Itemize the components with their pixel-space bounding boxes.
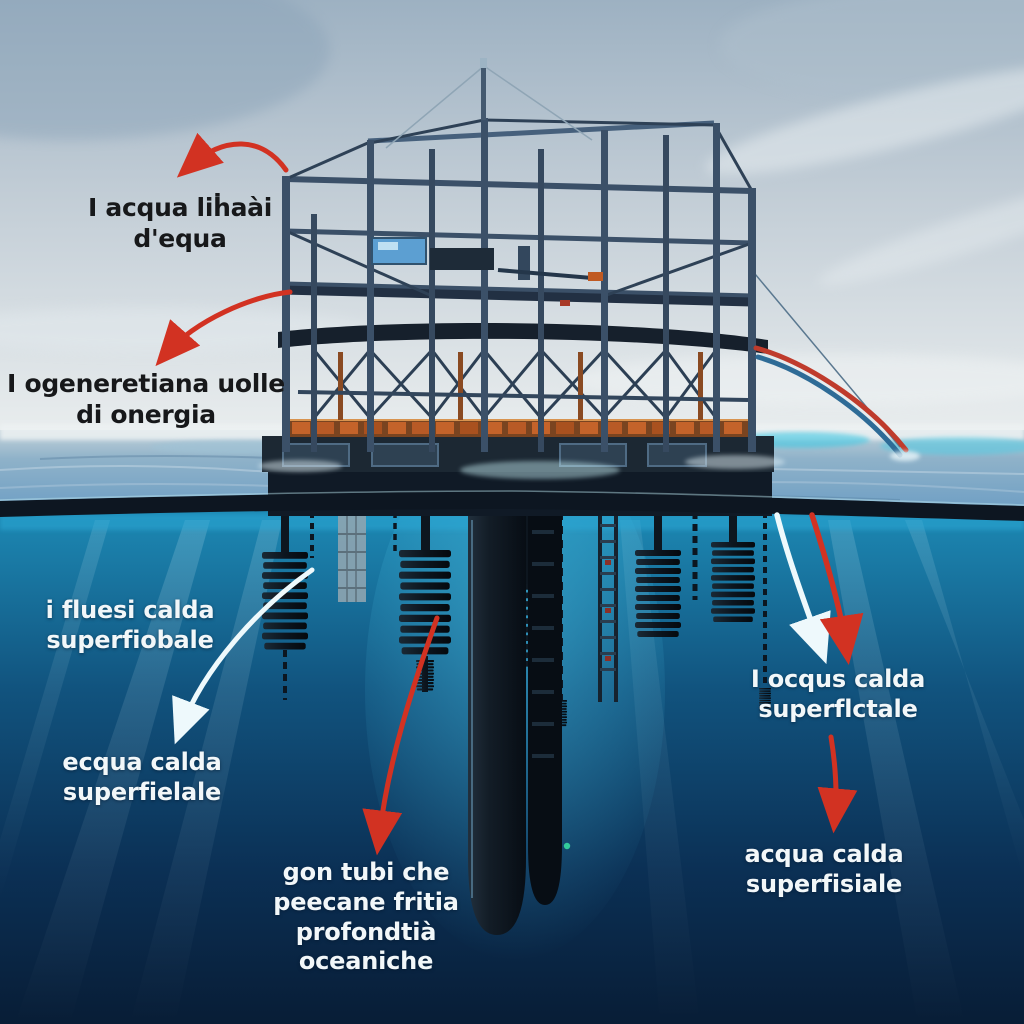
deck-cargo	[288, 419, 748, 437]
cold-water-pipe	[468, 516, 571, 935]
label-under-right-2: acqua calda superfisiale	[744, 840, 903, 900]
label-line: I acqua liḣaài	[87, 193, 273, 222]
label-line: d'equa	[133, 224, 227, 253]
arrow-top-left	[176, 132, 289, 178]
label-line: i fluesi calda	[45, 596, 215, 624]
arrow-right-red	[809, 512, 864, 666]
label-line: gon tubi che	[282, 858, 450, 886]
label-line: oceaniche	[298, 947, 434, 976]
label-line: peecane fritia	[273, 887, 459, 916]
label-line: superfiobale	[46, 625, 214, 654]
arrow-right-white	[774, 512, 831, 665]
label-line: I ocqus calda	[750, 665, 926, 693]
label-line: ecqua calda	[62, 748, 222, 776]
label-under-right-1: I ocqus calda superflctale	[750, 665, 926, 725]
cross-braces	[312, 348, 718, 420]
beams	[281, 120, 753, 402]
label-line: superflctale	[758, 694, 918, 723]
machinery	[371, 237, 603, 306]
pipe-light	[563, 842, 571, 850]
label-line: profondtià	[295, 917, 437, 946]
label-line: superfisiale	[745, 869, 903, 898]
orange-posts	[338, 352, 703, 420]
posts	[282, 58, 756, 452]
label-under-left-2: ecqua calda superfielale	[62, 748, 221, 808]
arrow-bottom-center	[362, 615, 440, 856]
label-under-left-1: i fluesi calda superfiobale	[46, 596, 215, 656]
label-line: superfielale	[62, 777, 222, 806]
waterline-foam	[258, 455, 785, 479]
label-bottom-center: gon tubi che peecane fritia profondtià o…	[273, 858, 459, 977]
ladder-riser	[598, 512, 618, 702]
label-mid-left: I ogeneretiana uolle di onergia	[7, 368, 285, 430]
discharge-pipe	[753, 345, 920, 461]
platform-structure	[258, 58, 920, 479]
arrow-under-left	[172, 567, 315, 745]
annotation-arrows	[155, 132, 864, 856]
main-deck	[278, 322, 768, 354]
arrow-right-lower	[817, 734, 858, 834]
label-line: acqua calda	[744, 840, 904, 868]
chain-mesh	[338, 516, 366, 602]
label-line: I ogeneretiana uolle	[7, 369, 285, 398]
label-top-left: I acqua liḣaài d'equa	[88, 192, 272, 254]
label-line: di onergia	[76, 400, 216, 429]
mast	[481, 62, 486, 120]
arrow-mid-left	[155, 289, 293, 367]
